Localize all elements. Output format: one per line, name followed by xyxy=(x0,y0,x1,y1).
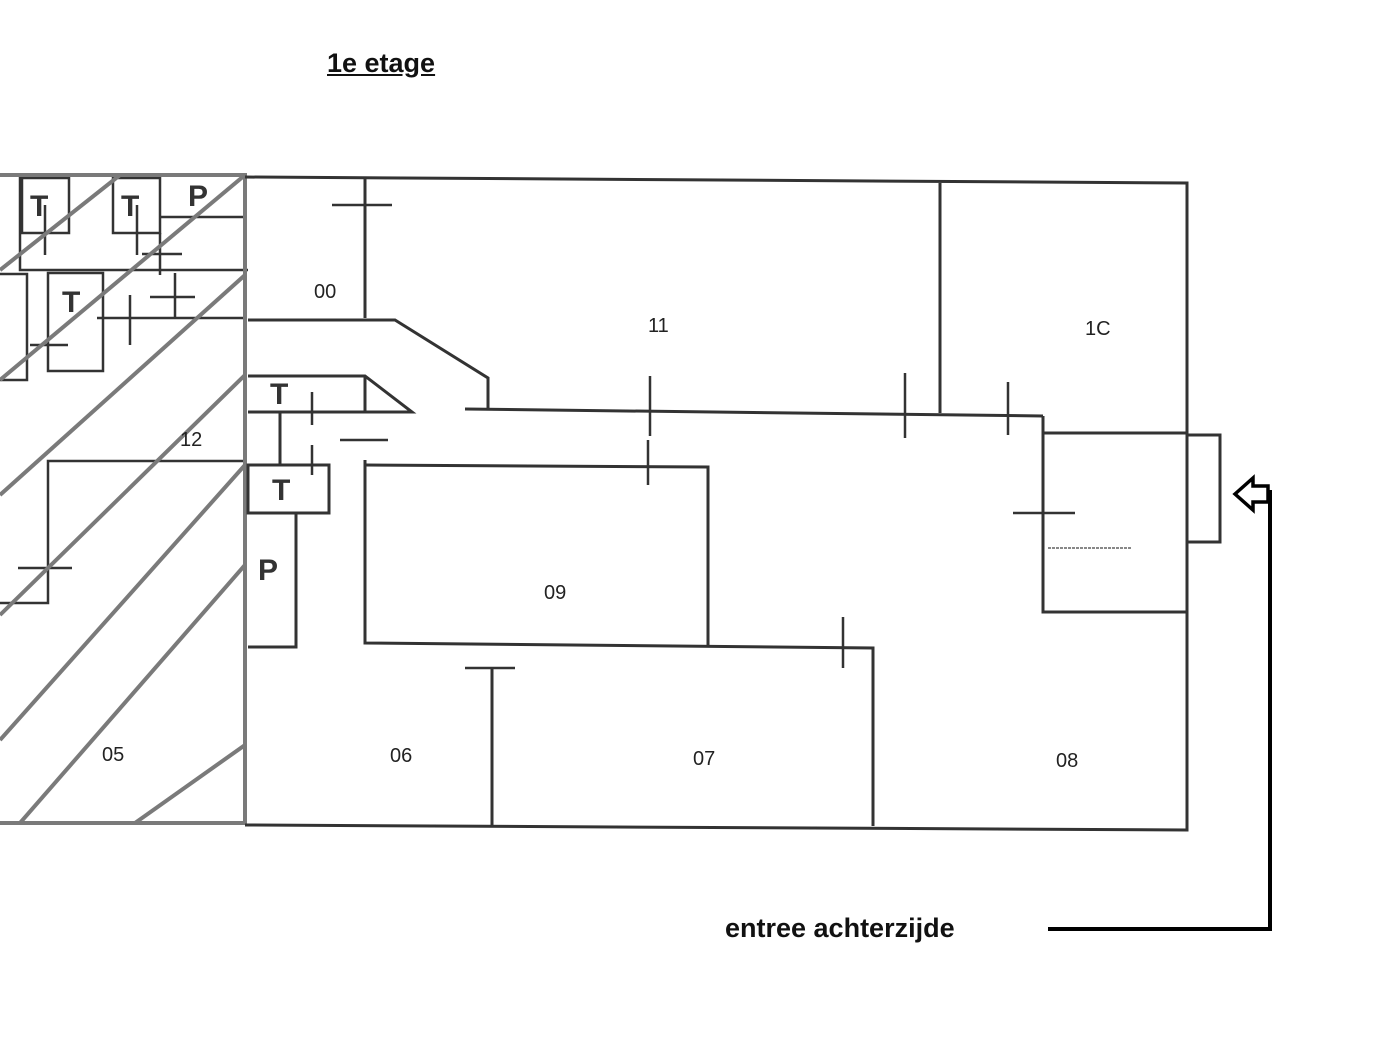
toilet-symbol: T xyxy=(270,378,288,411)
room-label-08: 08 xyxy=(1056,750,1078,772)
entrance-arrow xyxy=(1048,474,1272,931)
toilet-symbol: T xyxy=(121,190,139,223)
floor-title: 1e etage xyxy=(327,48,436,78)
toilet-symbol: T xyxy=(62,286,80,319)
room-label-06: 06 xyxy=(390,745,412,767)
door-marks xyxy=(310,203,1075,670)
room-label-00: 00 xyxy=(314,281,336,303)
room-label-07: 07 xyxy=(693,748,715,770)
hatched-area: T T P T xyxy=(0,173,248,825)
pantry-symbol: P xyxy=(258,554,278,587)
toilet-symbol: T xyxy=(272,474,290,507)
room-label-11: 11 xyxy=(648,315,669,337)
entrance-label: entree achterzijde xyxy=(725,913,955,943)
room-label-05: 05 xyxy=(102,744,124,766)
arrow-left-icon xyxy=(1232,474,1270,514)
pantry-symbol: P xyxy=(188,180,208,213)
toilet-symbol: T xyxy=(30,190,48,223)
room-label-09: 09 xyxy=(544,582,566,604)
room-label-1c: 1C xyxy=(1085,318,1111,340)
room-label-12: 12 xyxy=(180,429,202,451)
walls xyxy=(244,175,1222,832)
